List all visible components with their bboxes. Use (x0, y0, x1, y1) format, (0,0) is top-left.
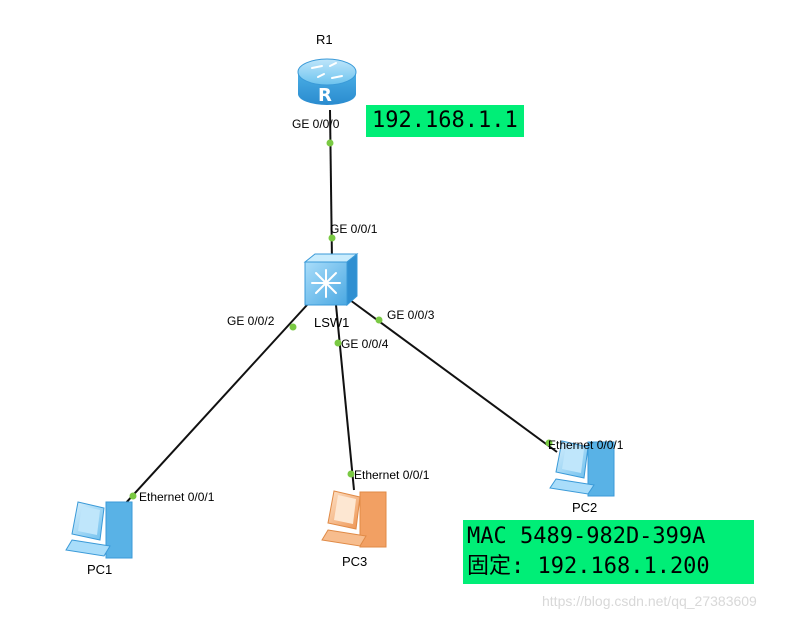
port-label-pc3-eth: Ethernet 0/0/1 (354, 468, 430, 482)
router-r1[interactable]: R R1 (297, 32, 357, 106)
pc2-fixed-ip-line: 固定: 192.168.1.200 (467, 554, 710, 579)
port-dots (129, 139, 553, 500)
pc-icon (321, 490, 387, 548)
link-lsw1-pc3[interactable] (335, 304, 355, 491)
port-dot-sw-ge002 (289, 323, 297, 331)
port-label-pc1-eth: Ethernet 0/0/1 (139, 490, 215, 504)
pc-icon (549, 440, 615, 497)
port-dot-sw-ge003 (375, 316, 383, 324)
pc2-mac-line: MAC 5489-982D-399A (467, 524, 706, 549)
pc3[interactable]: PC3 (321, 490, 387, 569)
switch-icon (303, 252, 359, 307)
pc2-label: PC2 (572, 500, 597, 515)
pc-icon (65, 501, 133, 559)
port-labels: GE 0/0/0 GE 0/0/1 GE 0/0/2 GE 0/0/3 GE 0… (139, 117, 624, 504)
pc2[interactable]: PC2 (549, 440, 615, 515)
pc2-mac-note: MAC 5489-982D-399A 固定: 192.168.1.200 (463, 520, 754, 584)
switch-label: LSW1 (314, 315, 349, 330)
pc1[interactable]: PC1 (65, 501, 133, 577)
watermark: https://blog.csdn.net/qq_27383609 (542, 593, 757, 609)
links (123, 109, 558, 506)
link-lsw1-pc2[interactable] (349, 299, 558, 453)
svg-text:R: R (318, 85, 332, 106)
pc1-label: PC1 (87, 562, 112, 577)
link-lsw1-pc1[interactable] (123, 304, 308, 506)
router-ip-note: 192.168.1.1 (366, 105, 524, 137)
port-label-pc2-eth: Ethernet 0/0/1 (548, 438, 624, 452)
port-dot-pc1-eth (129, 492, 137, 500)
pc3-label: PC3 (342, 554, 367, 569)
router-icon: R (297, 58, 357, 106)
port-dot-r1-ge000 (326, 139, 334, 147)
port-dot-pc2-eth (545, 439, 553, 447)
port-label-sw-ge002: GE 0/0/2 (227, 314, 275, 328)
port-dot-sw-ge001 (328, 234, 336, 242)
port-dot-pc3-eth (347, 470, 355, 478)
port-label-r1-ge000: GE 0/0/0 (292, 117, 340, 131)
router-label: R1 (316, 32, 333, 47)
port-label-sw-ge001: GE 0/0/1 (330, 222, 378, 236)
switch-lsw1[interactable]: LSW1 (303, 252, 359, 330)
port-label-sw-ge003: GE 0/0/3 (387, 308, 435, 322)
port-dot-sw-ge004 (334, 339, 342, 347)
port-label-sw-ge004: GE 0/0/4 (341, 337, 389, 351)
